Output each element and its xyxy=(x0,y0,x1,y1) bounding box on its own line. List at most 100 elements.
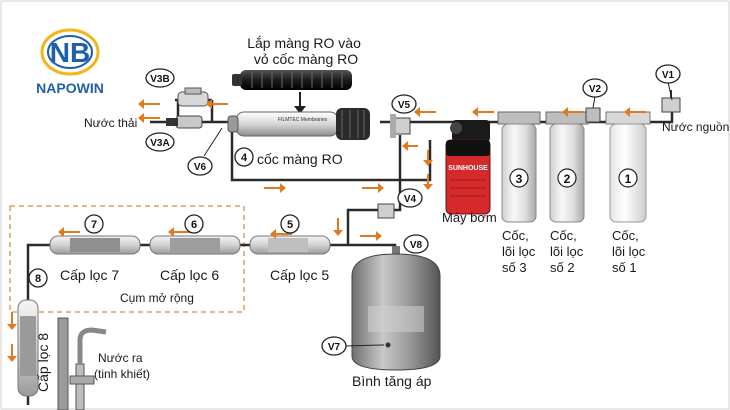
arrow-v4-down xyxy=(333,218,343,236)
filter-cup-3: 3 xyxy=(497,111,541,223)
label-waste-water: Nước thải xyxy=(84,116,137,130)
marker-4-text: 4 xyxy=(241,152,248,164)
marker-5 xyxy=(280,214,300,234)
marker-8 xyxy=(28,268,48,288)
arrow-top-3 xyxy=(414,107,436,117)
label-cup-3-line1: Cốc, xyxy=(502,228,529,243)
marker-v3b xyxy=(145,68,175,88)
cup-1-number: 1 xyxy=(625,172,632,186)
arrow-waste-top xyxy=(138,99,160,109)
label-filter-5: Cấp lọc 5 xyxy=(270,267,329,283)
label-cup-3-line2: lõi lọc xyxy=(502,244,536,259)
marker-v2 xyxy=(582,78,608,98)
marker-v8 xyxy=(403,234,429,254)
arrow-housing-left xyxy=(206,99,228,109)
expansion-box xyxy=(9,205,245,313)
marker-v3a xyxy=(145,132,175,152)
label-source-water: Nước nguồn xyxy=(662,120,729,134)
filter-7 xyxy=(49,235,141,255)
label-pump: Máy bơm xyxy=(442,210,497,225)
marker-v6-text: V6 xyxy=(194,162,207,173)
callouts: V1 V2 V3B V3A V5 V6 4 V4 V8 V7 5 xyxy=(28,64,681,356)
cup-2-number: 2 xyxy=(564,172,571,186)
label-filter-8: Cấp lọc 8 xyxy=(35,333,51,392)
label-output-water-line2: (tinh khiết) xyxy=(94,367,150,381)
faucet xyxy=(57,317,107,410)
label-expansion: Cụm mở rộng xyxy=(120,291,194,305)
marker-5-text: 5 xyxy=(287,219,293,231)
marker-v5 xyxy=(391,94,417,114)
filter-cup-2: 2 xyxy=(545,111,589,223)
label-cup-2-line2: lõi lọc xyxy=(550,244,584,259)
marker-8-text: 8 xyxy=(35,273,41,285)
arrow-pump-down-1 xyxy=(423,150,433,166)
insert-arrow-head xyxy=(294,106,306,114)
valve-v2-fitting xyxy=(585,107,601,123)
logo-initials: NB xyxy=(50,37,90,68)
arrow-pump-down-2 xyxy=(423,174,433,190)
arrow-f8-down-2 xyxy=(7,344,17,362)
marker-6-text: 6 xyxy=(191,219,197,231)
label-cup-1-line3: số 1 xyxy=(612,260,637,275)
valve-v3b-fitting xyxy=(177,87,209,107)
label-ro-insert-line2: vỏ cốc màng RO xyxy=(254,51,358,67)
label-tank: Bình tăng áp xyxy=(352,373,432,389)
marker-7-text: 7 xyxy=(91,219,97,231)
arrow-top-1 xyxy=(562,107,584,117)
marker-v1-text: V1 xyxy=(662,70,675,81)
marker-v4-text: V4 xyxy=(404,194,417,205)
label-cup-2: Cốc, lõi lọc số 2 xyxy=(550,228,587,275)
label-cup-1-line2: lõi lọc xyxy=(612,244,646,259)
cup-3-number: 3 xyxy=(516,172,523,186)
pressure-tank xyxy=(351,246,441,371)
label-cup-1-line1: Cốc, xyxy=(612,228,639,243)
filter-8 xyxy=(17,299,39,397)
booster-pump: SUNHOUSE xyxy=(445,120,491,215)
brand-logo: NB NAPOWIN xyxy=(36,28,104,96)
arrow-f5 xyxy=(270,229,292,239)
label-ro-housing: Vỏ cốc màng RO xyxy=(236,151,343,167)
label-filter-6: Cấp lọc 6 xyxy=(160,267,219,283)
marker-v4 xyxy=(397,188,423,208)
marker-v6 xyxy=(187,156,213,176)
valve-v3a-fitting xyxy=(166,115,203,129)
logo-wordmark: NAPOWIN xyxy=(36,80,104,96)
arrow-source-in xyxy=(624,107,646,117)
label-output-water: Nước ra (tinh khiết) xyxy=(94,351,150,381)
filter-cup-1: 1 xyxy=(605,111,651,223)
label-cup-3: Cốc, lõi lọc số 3 xyxy=(502,228,539,275)
label-output-water-line1: Nước ra xyxy=(98,351,143,365)
arrow-loop-2 xyxy=(362,183,384,193)
valve-v4-fitting xyxy=(377,203,395,219)
label-cup-2-line1: Cốc, xyxy=(550,228,577,243)
ro-housing: FILMTEC Membranes xyxy=(227,108,370,140)
marker-7 xyxy=(84,214,104,234)
marker-v7-text: V7 xyxy=(328,342,341,353)
arrow-f6 xyxy=(168,227,190,237)
arrow-waste-bottom xyxy=(138,113,160,123)
marker-v2-text: V2 xyxy=(589,84,602,95)
arrow-f8-down-1 xyxy=(7,312,17,330)
marker-v7 xyxy=(321,336,347,356)
label-cup-1: Cốc, lõi lọc số 1 xyxy=(612,228,649,275)
arrow-tank-in xyxy=(360,231,382,241)
marker-v5-text: V5 xyxy=(398,100,411,111)
label-ro-insert: Lắp màng RO vào vỏ cốc màng RO xyxy=(247,35,365,67)
valve-v5-fitting xyxy=(390,114,411,138)
marker-v1 xyxy=(655,64,681,84)
filter-6 xyxy=(149,235,241,255)
pump-brand: SUNHOUSE xyxy=(448,165,488,172)
arrow-f7 xyxy=(58,227,80,237)
marker-6 xyxy=(184,214,204,234)
arrow-pump-in xyxy=(402,141,418,151)
label-ro-insert-line1: Lắp màng RO vào xyxy=(247,35,361,51)
label-filter-7: Cấp lọc 7 xyxy=(60,267,119,283)
label-cup-2-line3: số 2 xyxy=(550,260,575,275)
ro-membrane xyxy=(232,70,352,90)
marker-v3a-text: V3A xyxy=(150,138,169,149)
marker-v8-text: V8 xyxy=(410,240,423,251)
marker-4 xyxy=(234,147,254,167)
